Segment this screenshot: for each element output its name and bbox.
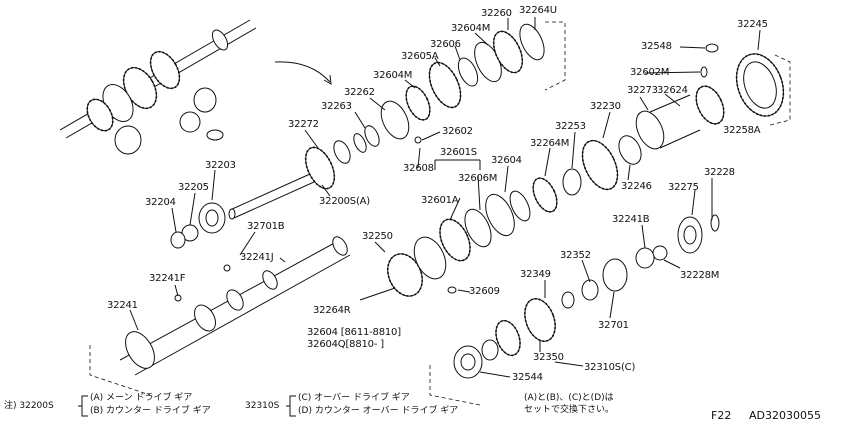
part-label-32352[interactable]: 32352 [560,250,591,261]
note-set-2: セットで交換下さい。 [524,405,615,415]
part-label-32204[interactable]: 32204 [145,197,176,208]
part-label-32260[interactable]: 32260 [481,8,512,19]
part-label-32264U[interactable]: 32264U [519,5,557,16]
part-label-32604M-a[interactable]: 32604M [451,23,491,34]
part-label-32241[interactable]: 32241 [107,300,138,311]
part-label-32203[interactable]: 32203 [205,160,236,171]
part-label-32601S[interactable]: 32601S [440,147,477,158]
note-bracket-1 [78,395,88,417]
part-label-32200S-A[interactable]: 32200S(A) [319,196,371,207]
part-label-32230[interactable]: 32230 [590,101,621,112]
assembled-shaft-overview [59,19,332,155]
part-label-32602[interactable]: 32602 [442,126,473,137]
part-label-32609[interactable]: 32609 [469,286,500,297]
bearing-group-left [170,202,226,249]
part-label-32250[interactable]: 32250 [362,231,393,242]
part-label-32258A[interactable]: 32258A [723,125,761,136]
note-set-1: (A)と(B)、(C)と(D)は [524,393,614,403]
part-label-32264R[interactable]: 32264R [313,305,351,316]
part-label-32275[interactable]: 32275 [668,182,699,193]
part-label-32262[interactable]: 32262 [344,87,375,98]
note-b: (B) カウンター ドライブ ギア [90,406,211,416]
part-label-32604M-b[interactable]: 32604M [373,70,413,81]
note-a: (A) メーン ドライブ ギア [90,393,193,403]
note-prefix: 注) 32200S [4,401,54,411]
part-label-32228[interactable]: 32228 [704,167,735,178]
part-label-32241J[interactable]: 32241J [240,252,274,263]
counter-shaft-group [89,135,642,396]
part-label-32272[interactable]: 32272 [288,119,319,130]
part-label-32604Q-range[interactable]: 32604Q[8810- ] [307,339,384,350]
part-label-32606M[interactable]: 32606M [458,173,498,184]
part-label-32205[interactable]: 32205 [178,182,209,193]
note-c: (C) オーバー ドライブ ギア [298,393,410,403]
part-label-32544[interactable]: 32544 [512,372,543,383]
note-bracket-2 [286,395,296,417]
part-label-32273[interactable]: 32273 [627,85,658,96]
part-label-32241B[interactable]: 32241B [612,214,650,225]
part-label-32228M[interactable]: 32228M [680,270,720,281]
part-label-32245[interactable]: 32245 [737,19,768,30]
part-label-32246[interactable]: 32246 [621,181,652,192]
part-label-32604-range[interactable]: 32604 [8611-8810] [307,327,401,338]
leader-lines [129,17,761,378]
part-label-32701[interactable]: 32701 [598,320,629,331]
mainshaft-group [228,21,566,220]
part-label-32548[interactable]: 32548 [641,41,672,52]
note2-prefix: 32310S [245,401,280,411]
part-label-32601A[interactable]: 32601A [421,195,459,206]
part-label-32606[interactable]: 32606 [430,39,461,50]
part-label-32263[interactable]: 32263 [321,101,352,112]
part-label-32264M[interactable]: 32264M [530,138,570,149]
footer-page: F22 [711,409,732,422]
part-label-32350[interactable]: 32350 [533,352,564,363]
part-label-32608[interactable]: 32608 [403,163,434,174]
overdrive-group-upper [635,43,791,150]
part-label-32604[interactable]: 32604 [491,155,522,166]
footer-drawing-id: AD32030055 [749,409,821,422]
part-label-32241F[interactable]: 32241F [149,273,186,284]
part-label-32624[interactable]: 32624 [657,85,688,96]
part-label-32602M[interactable]: 32602M [630,67,670,78]
note-d: (D) カウンター オーバー ドライブ ギア [298,406,459,416]
part-label-32701B[interactable]: 32701B [247,221,285,232]
overdrive-group-lower [429,214,720,406]
part-label-32605A[interactable]: 32605A [401,51,439,62]
part-label-32253[interactable]: 32253 [555,121,586,132]
part-label-32310S-C[interactable]: 32310S(C) [584,362,636,373]
part-label-32349[interactable]: 32349 [520,269,551,280]
